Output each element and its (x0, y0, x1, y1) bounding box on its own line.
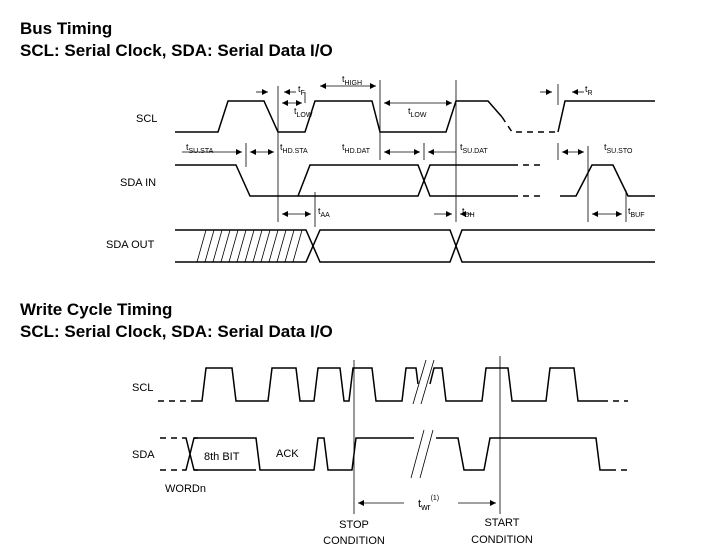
t-hd-dat-label: tHD.DAT (342, 142, 371, 155)
t-high-label: tHIGH (342, 74, 362, 87)
t-dh-label: tDH (462, 206, 475, 219)
wordn-label: WORDn (165, 483, 206, 495)
scl-waveform (175, 100, 503, 133)
wc-scl-waveform (158, 359, 628, 405)
bus-timing-subtitle: SCL: Serial Clock, SDA: Serial Data I/O (20, 41, 333, 60)
t-buf-label: tBUF (628, 206, 645, 219)
t-low-label-2: tLOW (408, 106, 427, 119)
write-cycle-subtitle: SCL: Serial Clock, SDA: Serial Data I/O (20, 322, 333, 341)
start-condition-line1: START (484, 517, 519, 529)
ack-label: ACK (276, 448, 299, 460)
sda-out-hatching (196, 229, 303, 263)
t-r-label: tR (585, 84, 593, 97)
sda-out-waveform (175, 229, 655, 263)
twr-markers (353, 356, 501, 514)
stop-condition-line1: STOP (339, 519, 369, 531)
write-cycle-title: Write Cycle Timing (20, 300, 172, 319)
reference-lines (245, 80, 627, 227)
eighth-bit-label: 8th BIT (204, 451, 240, 463)
t-f-label: tF (298, 84, 305, 97)
sda-out-label: SDA OUT (106, 239, 155, 251)
start-condition-line2: CONDITION (471, 534, 533, 546)
scl-dashed-segment (501, 116, 558, 133)
sda-in-label: SDA IN (120, 177, 156, 189)
timing-arrows (182, 83, 622, 217)
t-hd-sta-label: tHD.STA (280, 142, 308, 155)
wc-scl-label: SCL (132, 382, 153, 394)
bus-timing-title: Bus Timing (20, 19, 112, 38)
t-low-label-1: tLOW (294, 106, 313, 119)
t-su-sta-label: tSU.STA (186, 142, 214, 155)
t-wr-label: twr(1) (418, 495, 439, 512)
scl-label: SCL (136, 113, 157, 125)
wc-sda-label: SDA (132, 449, 155, 461)
t-su-sto-label: tSU.STO (604, 142, 633, 155)
sda-in-waveform (175, 164, 655, 197)
scl-waveform-end (557, 100, 655, 133)
stop-condition-line2: CONDITION (323, 535, 385, 547)
t-aa-label: tAA (318, 206, 330, 219)
t-su-dat-label: tSU.DAT (460, 142, 488, 155)
